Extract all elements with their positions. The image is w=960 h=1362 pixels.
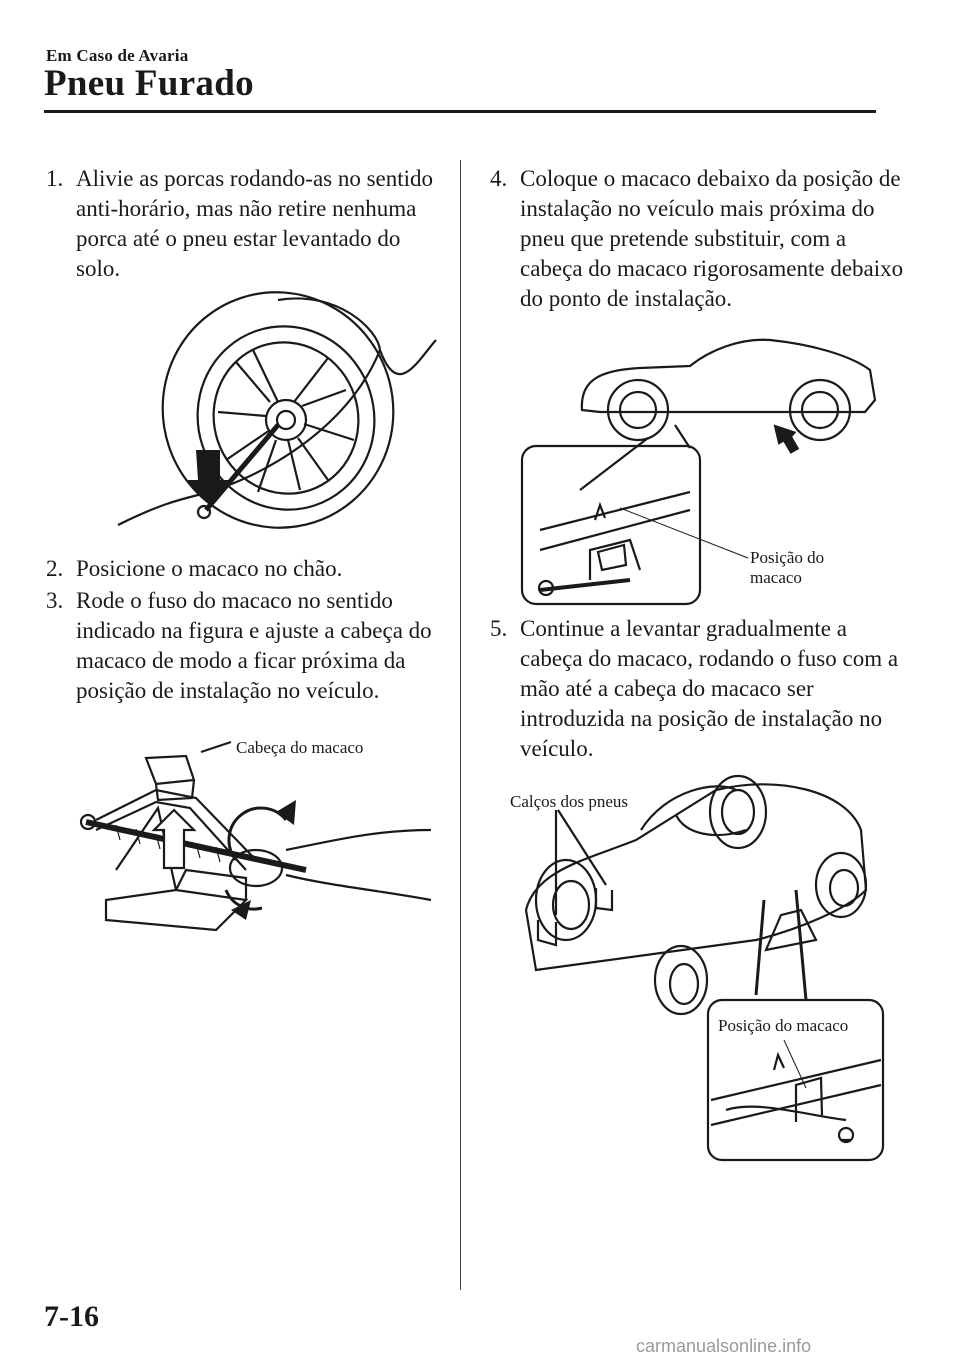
car-wheel-chocks-illustration <box>524 774 885 1162</box>
step-number: 2. <box>46 556 64 581</box>
watermark: carmanualsonline.info <box>636 1336 812 1356</box>
step-text: Continue a levantar gradualmente a cabeç… <box>520 616 899 761</box>
step-2: 2. Posicione o macaco no chão. <box>46 554 446 584</box>
page-number: 7-16 <box>44 1300 99 1333</box>
section-label: Em Caso de Avaria <box>46 46 189 65</box>
step-text: Alivie as porcas rodando-as no sentido a… <box>76 166 434 281</box>
header-rule <box>44 110 876 113</box>
wheel-chocks-label: Calços dos pneus <box>510 792 629 811</box>
lug-nut-loosening-illustration <box>117 291 437 529</box>
step-number: 1. <box>46 166 64 191</box>
jack-position-label: Posição do macaco <box>750 548 824 588</box>
jack-position-detail-label: Posição do macaco <box>718 1016 849 1035</box>
step-text: Rode o fuso do macaco no sentido indicad… <box>76 588 432 703</box>
jack-screw-illustration <box>79 740 432 932</box>
step-text: Coloque o macaco debaixo da posição de i… <box>520 166 904 311</box>
car-jack-position-illustration <box>520 338 877 606</box>
step-number: 4. <box>490 166 508 191</box>
column-divider <box>460 160 461 1290</box>
step-text: Posicione o macaco no chão. <box>76 556 343 581</box>
jack-position-label-line1: Posição do <box>750 548 825 567</box>
step-5: 5. Continue a levantar gradualmente a cab… <box>490 614 906 764</box>
jack-position-label-line2: macaco <box>750 568 802 587</box>
step-3: 3. Rode o fuso do macaco no sentido indic… <box>46 586 446 706</box>
page-title: Pneu Furado <box>44 63 254 104</box>
step-1: 1. Alivie as porcas rodando-as no sentido… <box>46 164 446 284</box>
step-number: 3. <box>46 588 64 613</box>
step-4: 4. Coloque o macaco debaixo da posição de… <box>490 164 906 314</box>
jack-head-label: Cabeça do macaco <box>236 738 364 757</box>
step-number: 5. <box>490 616 508 641</box>
